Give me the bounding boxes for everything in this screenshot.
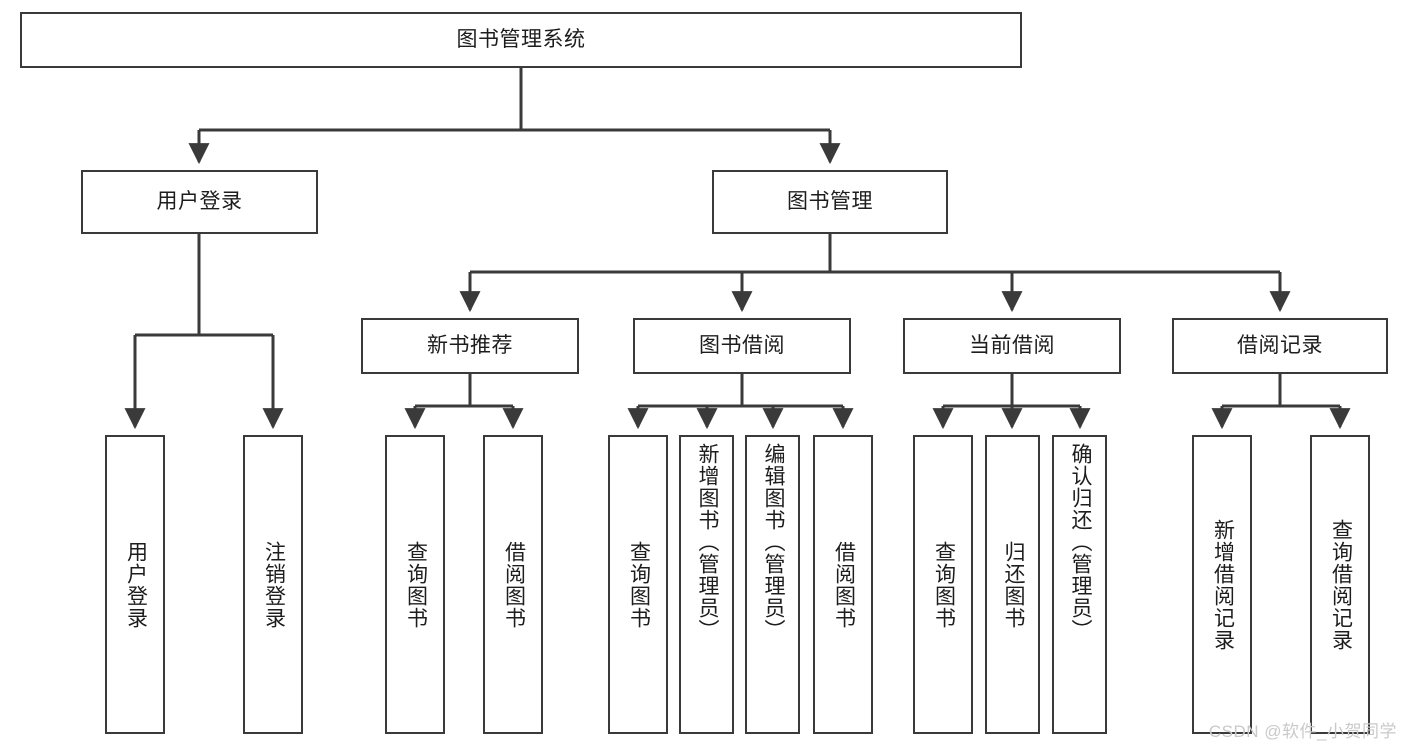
leaf-return-book-label: 归还图书 — [1001, 540, 1025, 629]
node-borrow-record-label: 借阅记录 — [1237, 333, 1323, 357]
leaf-confirm-return[interactable]: 确认归还（管理员） — [1052, 435, 1107, 734]
leaf-borrow-book-1-label: 借阅图书 — [502, 540, 526, 629]
leaf-add-borrow-record-label: 新增借阅记录 — [1211, 518, 1235, 651]
node-root[interactable]: 图书管理系统 — [20, 12, 1022, 68]
leaf-query-borrow-record-label: 查询借阅记录 — [1329, 518, 1353, 651]
leaf-query-book-2[interactable]: 查询图书 — [608, 435, 668, 734]
node-book-borrow-label: 图书借阅 — [699, 333, 785, 357]
node-borrow-record[interactable]: 借阅记录 — [1172, 318, 1388, 374]
leaf-return-book[interactable]: 归还图书 — [985, 435, 1040, 734]
node-user-login-label: 用户登录 — [156, 189, 243, 213]
node-user-login[interactable]: 用户登录 — [81, 170, 318, 234]
leaf-query-book-1[interactable]: 查询图书 — [385, 435, 445, 734]
leaf-query-book-3[interactable]: 查询图书 — [913, 435, 973, 734]
leaf-query-book-3-label: 查询图书 — [932, 540, 956, 629]
leaf-borrow-book-1[interactable]: 借阅图书 — [483, 435, 543, 734]
leaf-edit-book-label: 编辑图书（管理员） — [761, 443, 785, 641]
node-new-book-recommend[interactable]: 新书推荐 — [361, 318, 579, 374]
leaf-add-book-label: 新增图书（管理员） — [695, 443, 719, 641]
watermark: CSDN @软件_小贺同学 — [1208, 722, 1397, 741]
node-book-manage[interactable]: 图书管理 — [712, 170, 948, 234]
leaf-add-book[interactable]: 新增图书（管理员） — [679, 435, 734, 734]
leaf-query-book-2-label: 查询图书 — [627, 540, 651, 629]
leaf-query-borrow-record[interactable]: 查询借阅记录 — [1310, 435, 1370, 734]
leaf-logout[interactable]: 注销登录 — [243, 435, 303, 734]
leaf-edit-book[interactable]: 编辑图书（管理员） — [745, 435, 800, 734]
node-root-label: 图书管理系统 — [456, 27, 586, 51]
leaf-user-login-label: 用户登录 — [124, 540, 148, 629]
leaf-borrow-book-2[interactable]: 借阅图书 — [813, 435, 873, 734]
leaf-borrow-book-2-label: 借阅图书 — [832, 540, 856, 629]
node-current-borrow-label: 当前借阅 — [969, 333, 1055, 357]
node-book-borrow[interactable]: 图书借阅 — [633, 318, 851, 374]
leaf-confirm-return-label: 确认归还（管理员） — [1068, 443, 1092, 641]
leaf-add-borrow-record[interactable]: 新增借阅记录 — [1192, 435, 1252, 734]
leaf-user-login[interactable]: 用户登录 — [105, 435, 165, 734]
node-book-manage-label: 图书管理 — [787, 189, 873, 213]
node-current-borrow[interactable]: 当前借阅 — [903, 318, 1121, 374]
leaf-logout-label: 注销登录 — [262, 540, 286, 629]
leaf-query-book-1-label: 查询图书 — [404, 540, 428, 629]
node-new-book-recommend-label: 新书推荐 — [427, 333, 513, 357]
